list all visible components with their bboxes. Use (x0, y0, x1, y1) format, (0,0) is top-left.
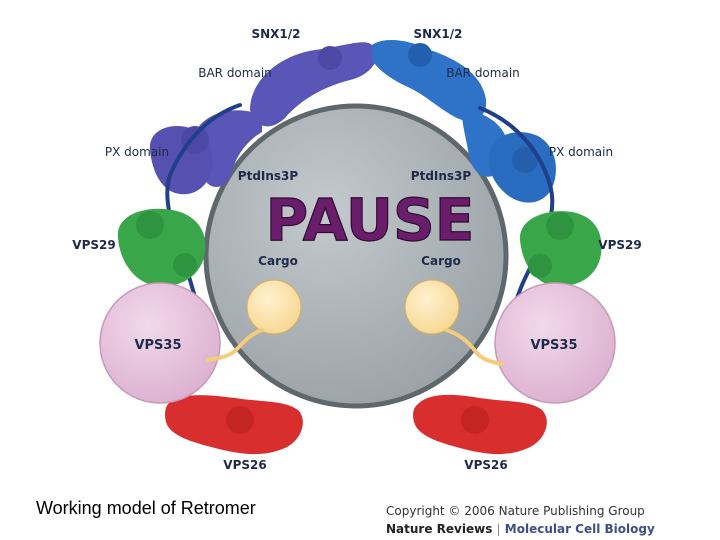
cargo-tail-left (206, 328, 264, 362)
vps26-right (413, 394, 547, 455)
vps35-right (494, 282, 616, 404)
label-snx-right: SNX1/2 (413, 27, 462, 41)
pause-overlay-text: PAUSE (266, 186, 475, 254)
label-bar-left: BAR domain (198, 66, 272, 80)
figure-caption: Working model of Retromer (36, 498, 256, 518)
label-snx-left: SNX1/2 (251, 27, 300, 41)
label-ptdins-right: PtdIns3P (411, 169, 472, 183)
label-vps35-left: VPS35 (134, 338, 181, 353)
label-bar-right: BAR domain (446, 66, 520, 80)
label-vps26-left: VPS26 (223, 458, 266, 472)
label-cargo-right: Cargo (421, 254, 461, 268)
vps26-left (165, 395, 303, 455)
vps29-right (519, 211, 602, 287)
snx-right-protein (372, 39, 556, 203)
vps29-left (117, 208, 206, 287)
label-vps35-right: VPS35 (530, 338, 577, 353)
snx-left-protein (149, 42, 378, 195)
journal-name: Nature Reviews (386, 522, 493, 536)
journal-credit: Nature Reviews | Molecular Cell Biology (386, 522, 655, 536)
label-ptdins-left: PtdIns3P (238, 169, 299, 183)
label-px-right: PX domain (549, 145, 613, 159)
cargo-right (404, 279, 460, 335)
label-vps29-left: VPS29 (72, 238, 115, 252)
label-cargo-left: Cargo (258, 254, 298, 268)
cargo-left (246, 279, 302, 335)
endosome-membrane (203, 103, 509, 409)
cargo-tail-right (444, 328, 504, 366)
label-px-left: PX domain (105, 145, 169, 159)
journal-separator: | (496, 522, 501, 536)
vps35-left (99, 282, 221, 404)
journal-subtitle: Molecular Cell Biology (504, 522, 655, 536)
label-vps26-right: VPS26 (464, 458, 507, 472)
copyright-notice: Copyright © 2006 Nature Publishing Group (386, 504, 645, 518)
label-vps29-right: VPS29 (598, 238, 641, 252)
